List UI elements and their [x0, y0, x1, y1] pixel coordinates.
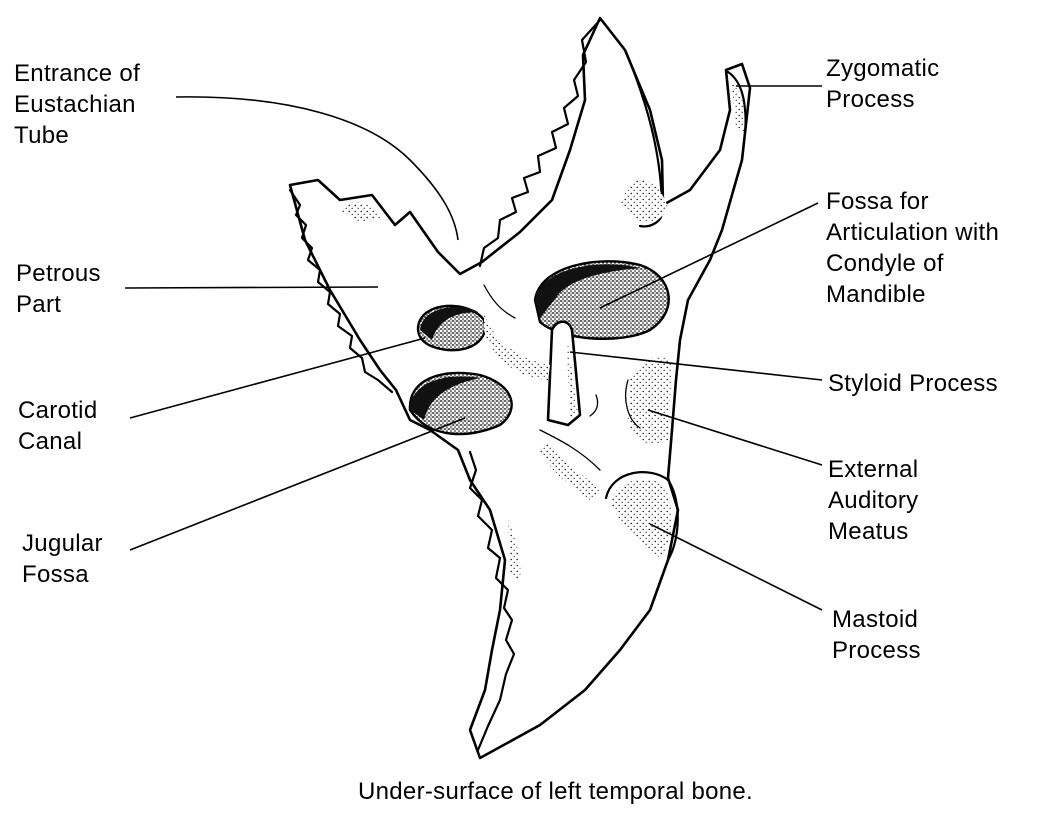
- lower-edge: [468, 450, 516, 752]
- leader-carotid: [129, 337, 426, 419]
- leader-jugular: [129, 417, 466, 551]
- bone-body: [288, 16, 752, 760]
- petrous-edge: [288, 188, 394, 394]
- leader-fossa: [599, 202, 819, 309]
- label-styloid-process: Styloid Process: [828, 370, 998, 397]
- auditory-meatus-shape: [628, 356, 672, 444]
- label-eustachian-tube: Entrance of Eustachian Tube: [14, 60, 141, 149]
- label-fossa-mandible: Fossa for Articulation with Condyle of M…: [826, 188, 1000, 308]
- label-external-auditory-meatus: External Auditory Meatus: [828, 456, 919, 545]
- label-carotid-canal: Carotid Canal: [18, 397, 98, 455]
- leader-petrous: [124, 286, 379, 289]
- leader-auditory: [647, 409, 823, 466]
- leader-mastoid: [649, 523, 823, 611]
- leader-styloid: [569, 351, 823, 381]
- label-zygomatic-process: Zygomatic Process: [826, 55, 940, 113]
- squamous-edge: [478, 18, 602, 268]
- label-mastoid-process: Mastoid Process: [832, 606, 921, 664]
- leader-eustachian: [175, 96, 459, 241]
- figure-caption: Under-surface of left temporal bone.: [358, 778, 753, 805]
- label-petrous-part: Petrous Part: [16, 260, 101, 318]
- zygomatic-tip: [726, 70, 747, 132]
- label-jugular-fossa: Jugular Fossa: [22, 530, 103, 588]
